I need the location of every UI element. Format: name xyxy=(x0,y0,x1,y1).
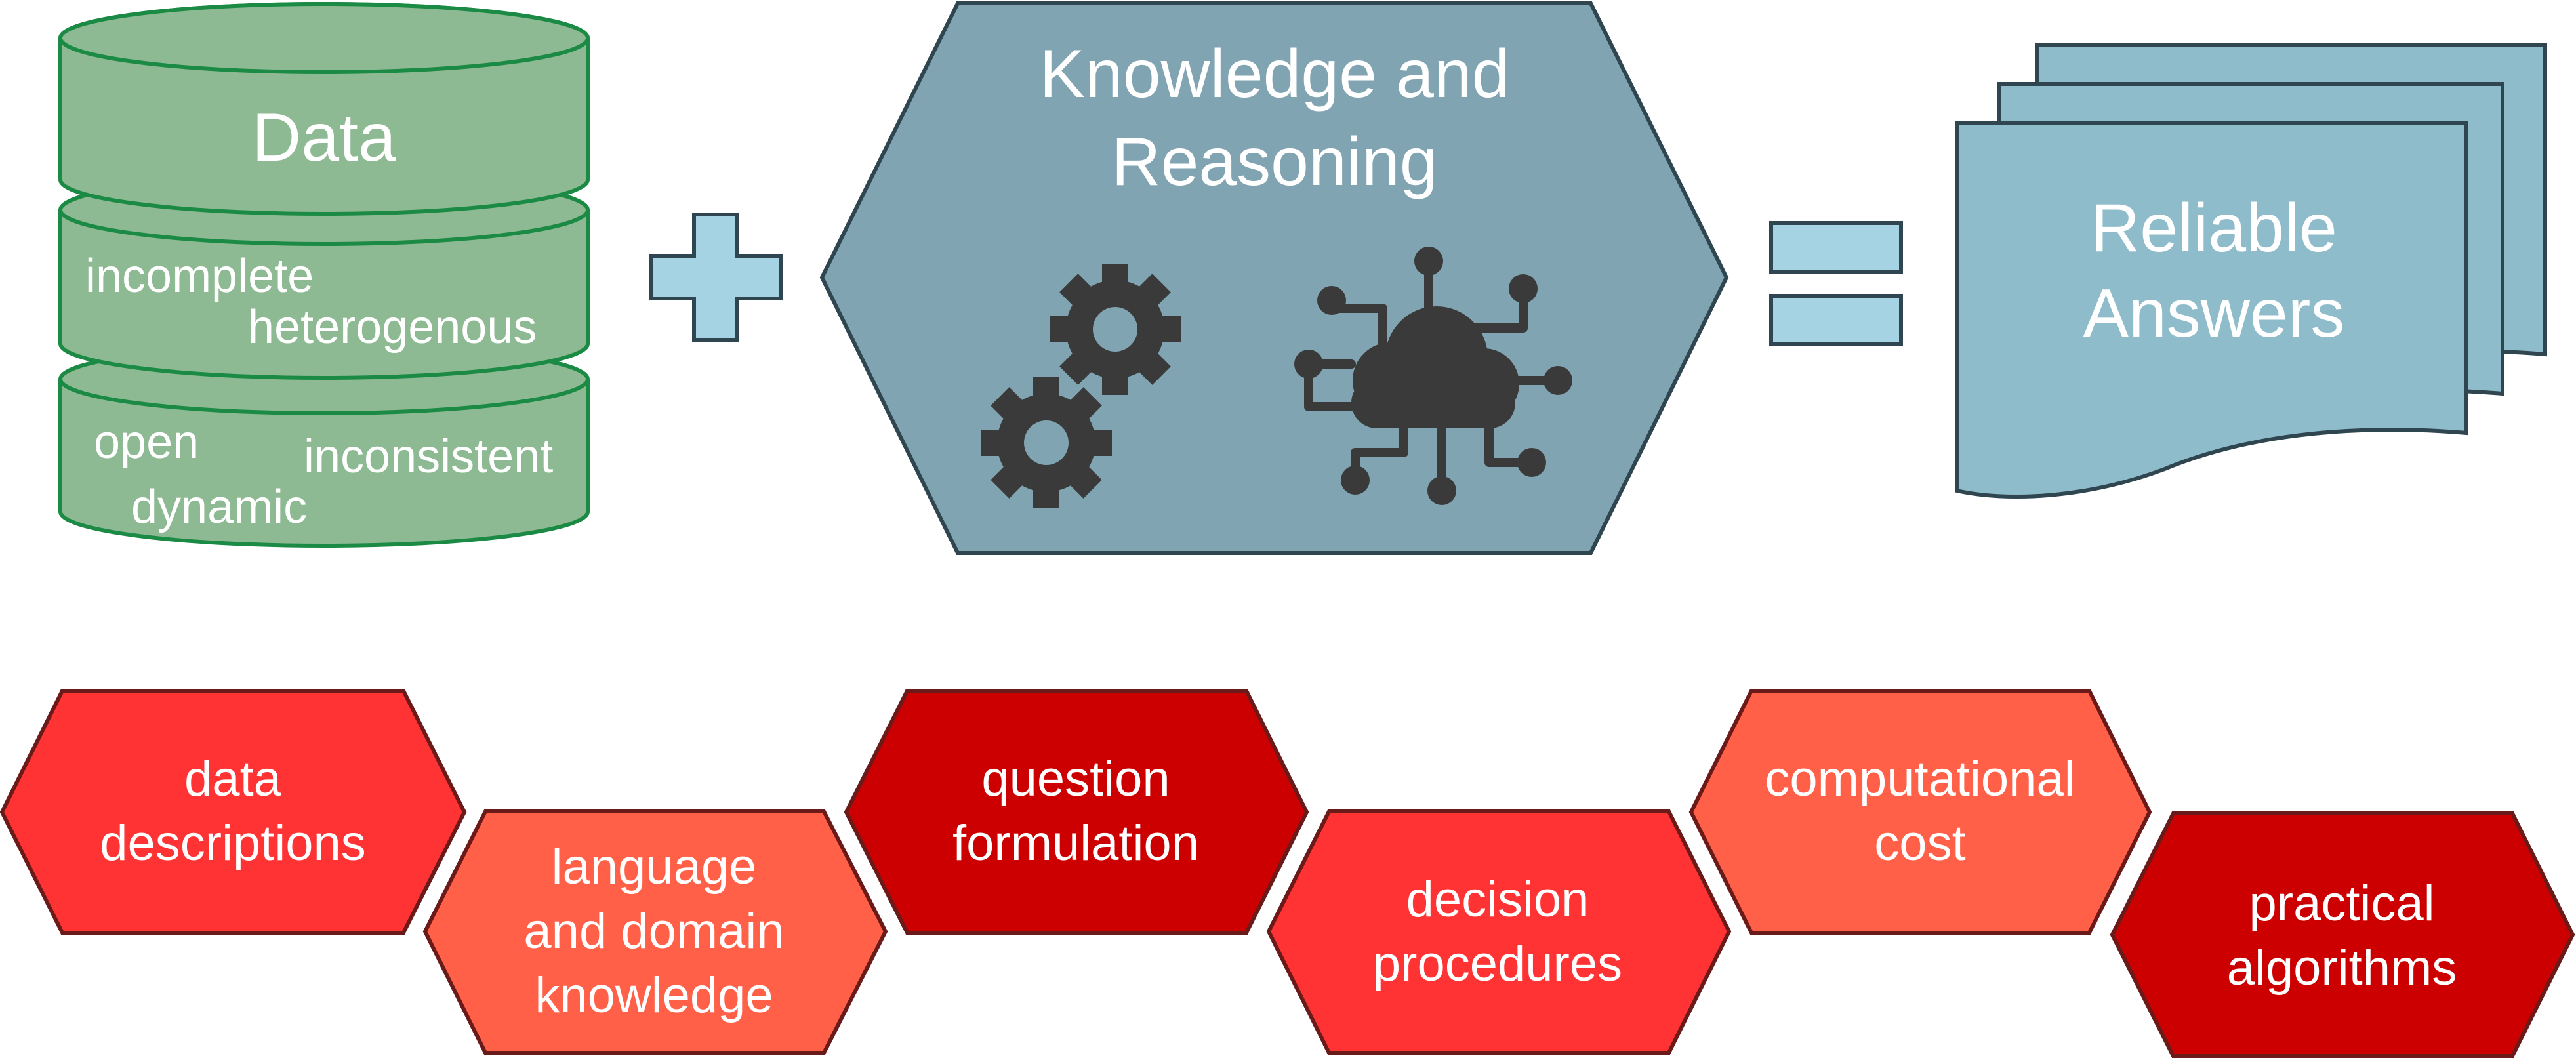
challenge-label: cost xyxy=(1874,815,1965,871)
data-title: Data xyxy=(252,100,396,176)
data-term-heterogenous: heterogenous xyxy=(248,301,537,354)
answers-doc-front xyxy=(1955,121,2468,499)
challenge-label: question xyxy=(981,751,1170,807)
kr-title-line1: Knowledge and xyxy=(1039,36,1509,112)
kr-title-line2: Reasoning xyxy=(1111,124,1437,200)
challenge-hexagon xyxy=(1688,689,2152,935)
knowledge-reasoning-hexagon: Knowledge and Reasoning xyxy=(819,1,1729,555)
challenge-hexagon xyxy=(844,689,1309,935)
challenge-question-formulation: question formulation xyxy=(844,689,1309,935)
challenge-label: procedures xyxy=(1373,936,1622,992)
data-cylinder: Data incomplete heterogenous open incons… xyxy=(58,2,590,548)
challenge-hexagon xyxy=(422,809,888,1055)
challenge-hexagon xyxy=(1266,809,1732,1055)
challenge-label: knowledge xyxy=(535,968,773,1023)
cylinder-lid xyxy=(58,2,590,74)
challenge-data-descriptions: data descriptions xyxy=(0,689,467,935)
challenge-computational-cost: computational cost xyxy=(1688,689,2152,935)
challenge-label: formulation xyxy=(952,815,1199,871)
cloud-network-icon xyxy=(1294,247,1572,505)
challenge-label: data xyxy=(184,751,282,807)
challenge-practical-algorithms: practical algorithms xyxy=(2110,811,2575,1058)
challenge-label: and domain xyxy=(523,903,784,959)
data-term-incomplete: incomplete xyxy=(85,250,314,302)
answers-line2: Answers xyxy=(2083,276,2345,352)
challenge-label: practical xyxy=(2249,876,2435,931)
data-term-dynamic: dynamic xyxy=(131,481,307,533)
equals-icon xyxy=(1769,221,1903,346)
challenge-label: descriptions xyxy=(100,815,366,871)
challenge-hexagon xyxy=(2110,811,2575,1058)
challenge-label: computational xyxy=(1765,751,2075,807)
challenge-label: decision xyxy=(1406,872,1589,928)
challenge-label: algorithms xyxy=(2227,940,2457,996)
challenges-row: data descriptions language and domain kn… xyxy=(0,689,2575,1058)
challenge-language-domain-knowledge: language and domain knowledge xyxy=(422,809,888,1055)
challenge-decision-procedures: decision procedures xyxy=(1266,809,1732,1055)
reliable-answers-stack xyxy=(1955,43,2547,499)
challenge-hexagon xyxy=(0,689,467,935)
data-term-inconsistent: inconsistent xyxy=(304,430,553,483)
challenge-label: language xyxy=(552,839,757,895)
plus-icon xyxy=(649,213,783,342)
data-term-open: open xyxy=(94,416,199,468)
answers-line1: Reliable xyxy=(2091,190,2337,266)
